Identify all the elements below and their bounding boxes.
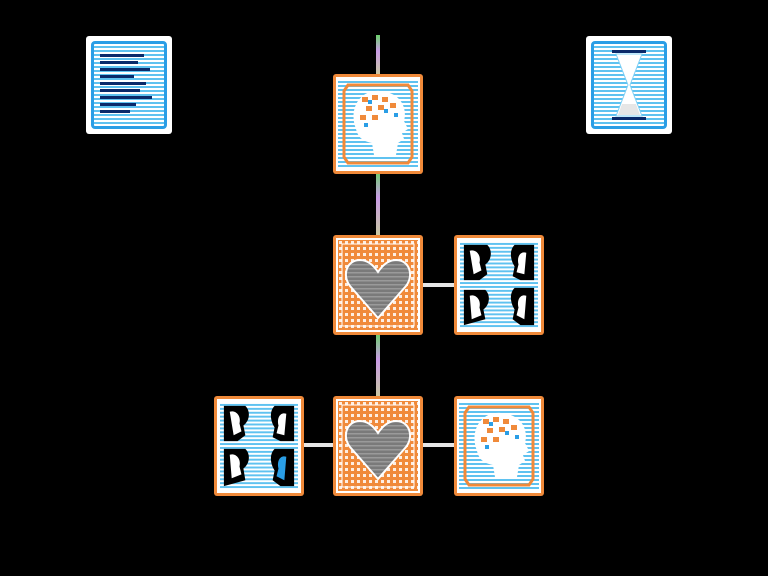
- heart-icon: [338, 401, 418, 491]
- two-couples-icon: [220, 402, 298, 490]
- connector-vertical-top: [376, 35, 380, 75]
- card-couples-bottom[interactable]: [214, 396, 304, 496]
- two-couples-icon: [460, 241, 538, 329]
- card-thinking-bottom[interactable]: [454, 396, 544, 496]
- thinking-head-icon: [338, 79, 418, 169]
- connector-vertical-mid: [376, 172, 380, 236]
- card-couples-middle[interactable]: [454, 235, 544, 335]
- card-thinking-top[interactable]: [333, 74, 423, 174]
- card-hourglass[interactable]: [586, 36, 672, 134]
- card-heart-middle[interactable]: [333, 235, 423, 335]
- card-heart-bottom[interactable]: [333, 396, 423, 496]
- connector-vertical-low: [376, 334, 380, 398]
- list-bars-icon: [94, 44, 164, 126]
- thinking-head-icon: [459, 401, 539, 491]
- card-list[interactable]: [86, 36, 172, 134]
- connector-horizontal-mid: [422, 283, 454, 287]
- connector-horizontal-bottom-right: [422, 443, 454, 447]
- hourglass-icon: [594, 44, 664, 126]
- heart-icon: [338, 240, 418, 330]
- connector-horizontal-bottom-left: [302, 443, 336, 447]
